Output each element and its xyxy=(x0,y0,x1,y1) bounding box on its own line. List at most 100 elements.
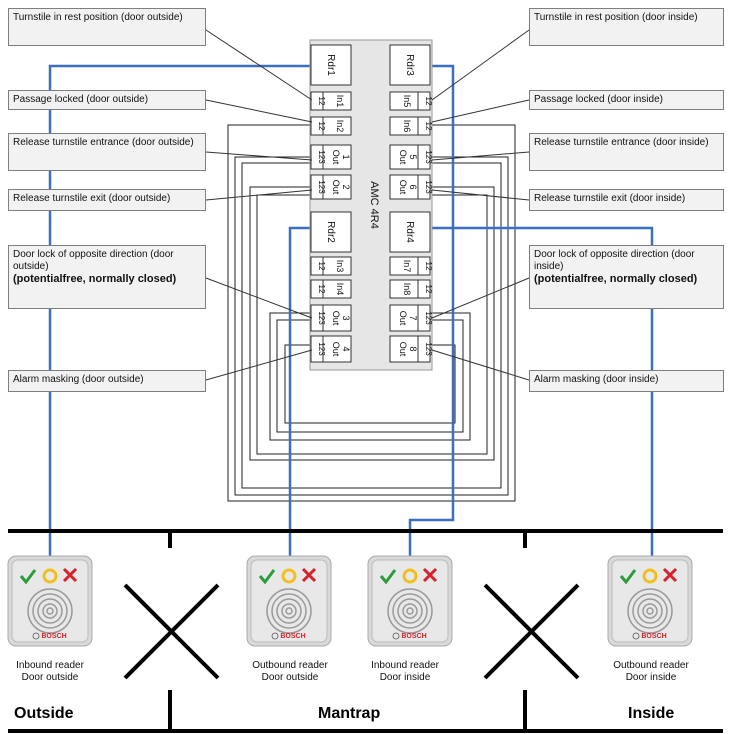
card-reader: BOSCH xyxy=(607,555,693,647)
reader-cables xyxy=(48,64,654,560)
callout-text: Door lock of opposite direction (door ou… xyxy=(13,249,174,272)
reader-caption-line1: Outbound reader xyxy=(613,660,689,671)
rfid-field-icon xyxy=(266,588,312,634)
terminal-rdr3: Rdr3 xyxy=(389,44,431,86)
terminal-pins: 12 xyxy=(317,285,326,294)
check-icon xyxy=(19,569,37,585)
terminal-pins: 12 xyxy=(317,262,326,271)
bosch-logo: BOSCH xyxy=(641,633,666,640)
callout-left-rest: Turnstile in rest position (door outside… xyxy=(8,8,206,46)
callout-left-alarm-masking: Alarm masking (door outside) xyxy=(8,370,206,392)
callout-text: Turnstile in rest position (door inside) xyxy=(534,12,698,23)
leader-lines xyxy=(205,29,530,381)
terminal-label: Rdr3 xyxy=(404,54,415,76)
readers: BOSCH BOSCH BOSCH BOSCH xyxy=(7,555,693,647)
callout-right-alarm-masking: Alarm masking (door inside) xyxy=(529,370,724,392)
terminal-pins: 12 xyxy=(317,122,326,131)
bosch-logo: BOSCH xyxy=(41,633,66,640)
terminal-label: In3 xyxy=(335,260,345,273)
bosch-logo: BOSCH xyxy=(280,633,305,640)
terminal-label: Rdr4 xyxy=(404,221,415,243)
rfid-field-icon xyxy=(387,588,433,634)
terminal-label: Out xyxy=(331,150,341,165)
callout-bold-text: (potentialfree, normally closed) xyxy=(534,273,698,285)
turnstile-x-icon xyxy=(483,583,580,680)
terminal-label: Out xyxy=(331,311,341,326)
terminal-pins: 123 xyxy=(424,342,433,356)
terminal-label: Out xyxy=(331,342,341,357)
terminal-label: In5 xyxy=(402,95,412,108)
reader-caption-line2: Door inside xyxy=(625,672,677,683)
reader-caption-line1: Outbound reader xyxy=(252,660,328,671)
terminal-pins: 123 xyxy=(424,180,433,194)
terminal-pins: 123 xyxy=(317,311,326,325)
reader-caption-line1: Inbound reader xyxy=(16,660,84,671)
terminal-label: 8 xyxy=(408,346,418,351)
reader-caption: Inbound reader Door inside xyxy=(355,660,455,684)
callout-text: Turnstile in rest position (door outside… xyxy=(13,12,183,23)
callout-bold-text: (potentialfree, normally closed) xyxy=(13,273,177,285)
terminal-pins: 12 xyxy=(317,97,326,106)
circle-icon xyxy=(281,568,297,584)
cross-icon xyxy=(662,567,678,583)
callout-text: Release turnstile exit (door outside) xyxy=(13,193,171,204)
zone-label-mantrap: Mantrap xyxy=(318,705,381,722)
terminal-pins: 12 xyxy=(424,97,433,106)
terminal-label: In7 xyxy=(402,260,412,273)
terminal-in7: 12 In7 xyxy=(389,256,433,276)
reader-caption: Inbound reader Door outside xyxy=(0,660,100,684)
terminal-label: 1 xyxy=(341,154,351,159)
reader-caption-line2: Door outside xyxy=(261,672,319,683)
terminal-rdr2: Rdr2 xyxy=(310,211,352,253)
terminal-label: In1 xyxy=(335,95,345,108)
terminal-label: 5 xyxy=(408,154,418,159)
zone-label-outside: Outside xyxy=(14,705,74,722)
card-reader: BOSCH xyxy=(367,555,453,647)
terminal-pins: 123 xyxy=(317,150,326,164)
callout-text: Alarm masking (door inside) xyxy=(534,374,659,385)
check-icon xyxy=(619,569,637,585)
terminal-label: 3 xyxy=(341,315,351,320)
circle-icon xyxy=(642,568,658,584)
callout-left-release-exit: Release turnstile exit (door outside) xyxy=(8,189,206,211)
terminal-label: In4 xyxy=(335,283,345,296)
terminal-label: In6 xyxy=(402,120,412,133)
callout-right-passage-locked: Passage locked (door inside) xyxy=(529,90,724,110)
terminal-in4: 12 In4 xyxy=(310,279,352,299)
terminal-label: Rdr1 xyxy=(325,54,336,76)
terminal-pins: 12 xyxy=(424,262,433,271)
terminal-in5: 12 In5 xyxy=(389,91,433,111)
callout-right-release-exit: Release turnstile exit (door inside) xyxy=(529,189,724,211)
callout-text: Alarm masking (door outside) xyxy=(13,374,144,385)
circle-icon xyxy=(42,568,58,584)
callout-text: Release turnstile entrance (door outside… xyxy=(13,137,194,148)
terminal-pins: 123 xyxy=(317,342,326,356)
bosch-logo: BOSCH xyxy=(401,633,426,640)
reader-caption: Outbound reader Door outside xyxy=(240,660,340,684)
callout-text: Passage locked (door inside) xyxy=(534,94,663,105)
terminal-label: Out xyxy=(398,342,408,357)
controller-name: AMC 4R4 xyxy=(368,181,380,229)
wiring-loops xyxy=(227,124,516,502)
cross-icon xyxy=(422,567,438,583)
reader-caption-line1: Inbound reader xyxy=(371,660,439,671)
card-reader: BOSCH xyxy=(246,555,332,647)
check-icon xyxy=(258,569,276,585)
callout-right-release-entrance: Release turnstile entrance (door inside) xyxy=(529,133,724,171)
terminal-label: Out xyxy=(331,180,341,195)
terminal-label: 2 xyxy=(341,184,351,189)
circle-icon xyxy=(402,568,418,584)
terminal-label: 4 xyxy=(341,346,351,351)
terminal-pins: 123 xyxy=(424,311,433,325)
check-icon xyxy=(379,569,397,585)
rfid-field-icon xyxy=(627,588,673,634)
